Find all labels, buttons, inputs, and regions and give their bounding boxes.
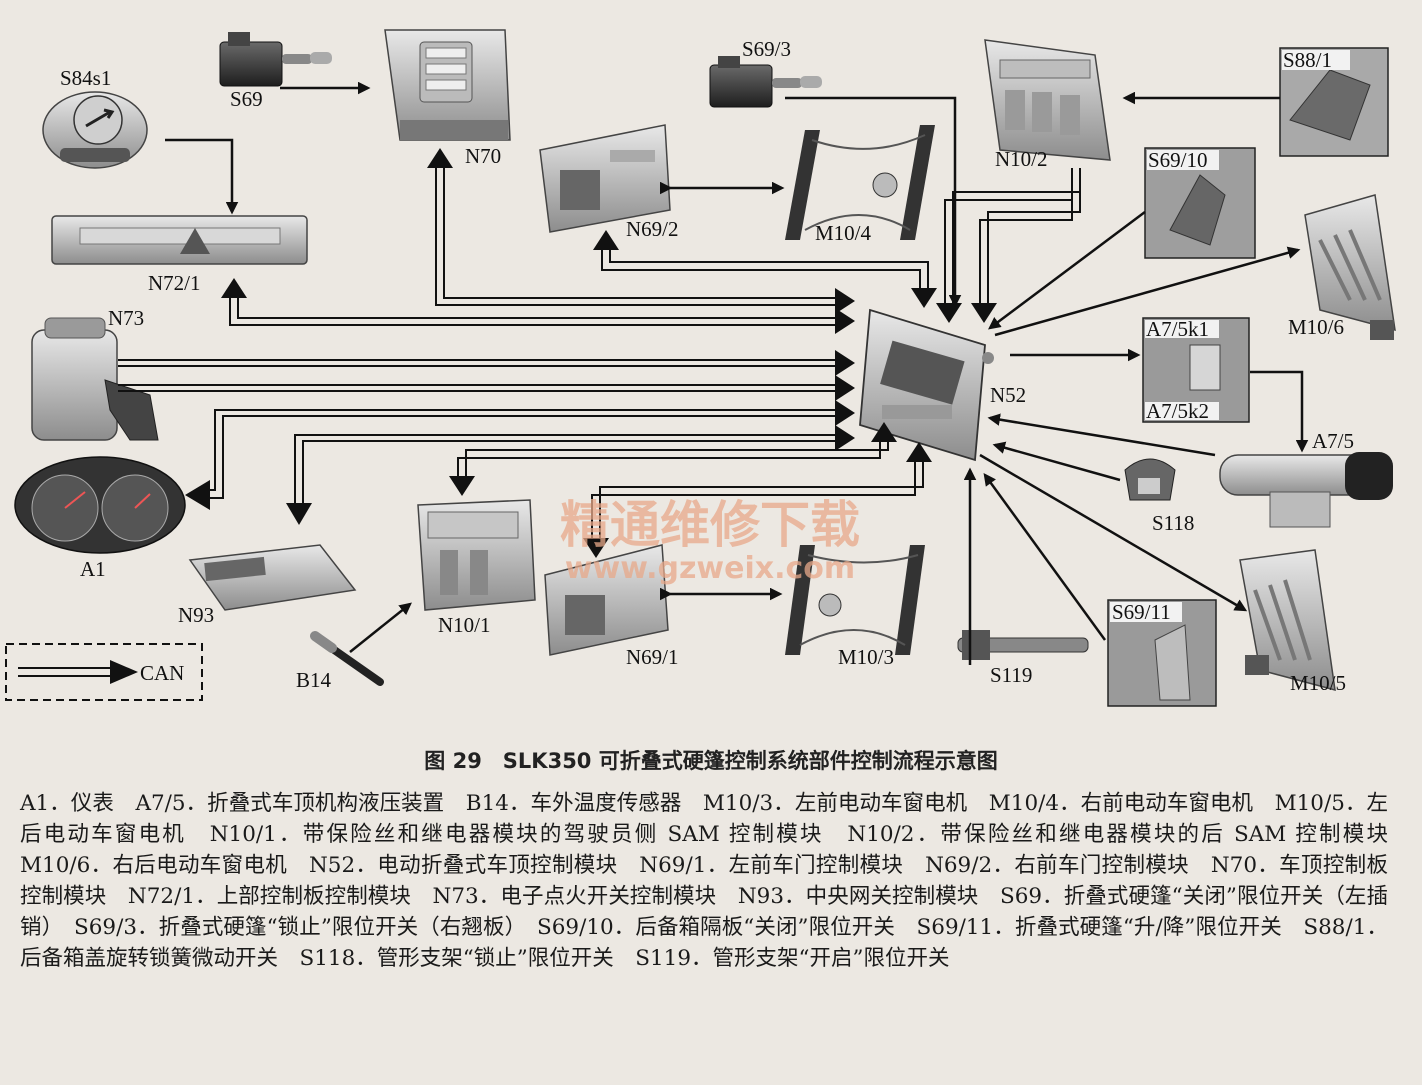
label-n70: N70	[465, 144, 501, 168]
label-n93: N93	[178, 603, 214, 627]
label-a7-5k2: A7/5k2	[1146, 399, 1209, 423]
label-m10-4: M10/4	[815, 221, 872, 245]
n73-module-picture	[32, 318, 158, 440]
label-s88-1: S88/1	[1283, 48, 1332, 72]
s84s1-switch-picture	[43, 92, 147, 168]
n52-module-picture	[860, 310, 994, 460]
watermark-url: www.gzweix.com	[565, 551, 855, 586]
label-s69-10: S69/10	[1148, 148, 1208, 172]
a1-cluster-picture	[15, 457, 185, 553]
label-n10-1: N10/1	[438, 613, 491, 637]
figure-caption: 图 29 SLK350 可折叠式硬篷控制系统部件控制流程示意图	[424, 749, 998, 773]
s69-3-switch-picture	[710, 56, 822, 107]
s118-switch-picture	[1125, 459, 1175, 500]
label-n73: N73	[108, 306, 144, 330]
m10-3-motor-picture	[785, 545, 925, 655]
system-diagram: 精通维修下载 www.gzweix.com S84s1 S69 N70 S69/…	[5, 0, 1422, 740]
label-s84s1: S84s1	[60, 66, 111, 90]
s69-11-switch-picture	[1108, 600, 1216, 706]
watermark-title: 精通维修下载	[560, 496, 860, 554]
a7-5k-relay-picture	[1143, 318, 1249, 422]
s88-1-switch-picture	[1280, 48, 1388, 156]
label-s69-11: S69/11	[1112, 600, 1171, 624]
label-can: CAN	[140, 661, 184, 685]
label-m10-5: M10/5	[1290, 671, 1346, 695]
component-labels: S84s1 S69 N70 S69/3 N10/2 S88/1 N72/1 N6…	[60, 37, 1354, 695]
label-a1: A1	[80, 557, 106, 581]
s119-switch-picture	[958, 630, 1088, 660]
a7-5-hydraulic-picture	[1220, 452, 1393, 527]
label-s69-3: S69/3	[742, 37, 791, 61]
m10-4-motor-picture	[785, 125, 935, 240]
n72-1-module-picture	[52, 216, 307, 264]
label-n52: N52	[990, 383, 1026, 407]
label-n72-1: N72/1	[148, 271, 201, 295]
label-n10-2: N10/2	[995, 147, 1048, 171]
label-s118: S118	[1152, 511, 1194, 535]
label-s119: S119	[990, 663, 1032, 687]
n70-module-picture	[385, 30, 510, 140]
label-a7-5k1: A7/5k1	[1146, 317, 1209, 341]
n69-2-module-picture	[540, 125, 670, 232]
label-n69-2: N69/2	[626, 217, 679, 241]
n93-module-picture	[190, 545, 355, 610]
m10-5-motor-picture	[1240, 550, 1335, 690]
label-m10-3: M10/3	[838, 645, 894, 669]
label-m10-6: M10/6	[1288, 315, 1344, 339]
can-legend-box	[5, 643, 203, 701]
s69-switch-picture	[220, 32, 332, 86]
label-b14: B14	[296, 668, 332, 692]
m10-6-motor-picture	[1305, 195, 1395, 340]
label-s69: S69	[230, 87, 263, 111]
s69-10-switch-picture	[1145, 148, 1255, 258]
signal-wires	[165, 81, 1309, 665]
n10-2-module-picture	[985, 40, 1110, 160]
n69-1-module-picture	[545, 545, 668, 655]
label-n69-1: N69/1	[626, 645, 679, 669]
label-a7-5: A7/5	[1312, 429, 1354, 453]
can-bus-arrowheads	[110, 148, 997, 684]
component-legend: A1．仪表 A7/5．折叠式车顶机构液压装置 B14．车外温度传感器 M10/3…	[20, 791, 1410, 971]
n10-1-module-picture	[418, 500, 535, 610]
can-bus-lines	[18, 168, 1081, 677]
bidirectional-wires	[660, 181, 785, 601]
b14-sensor-picture	[315, 636, 380, 682]
